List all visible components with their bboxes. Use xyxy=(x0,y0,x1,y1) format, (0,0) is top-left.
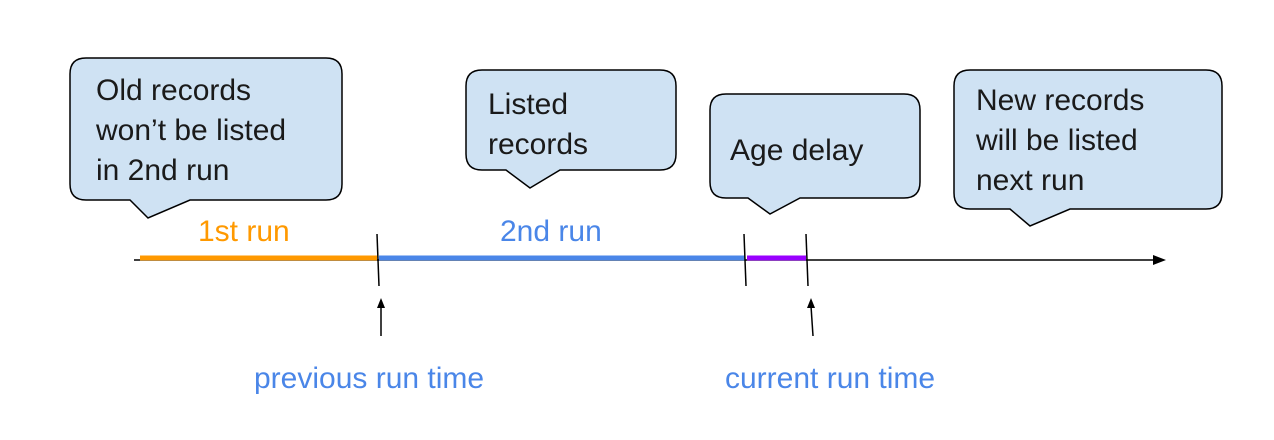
callout-listed-records: Listed records xyxy=(465,69,677,189)
age-delay-start-tick xyxy=(743,233,747,287)
callout-new-records: New records will be listed next run xyxy=(953,69,1223,227)
timeline-arrowhead xyxy=(1153,255,1166,265)
callout-age-delay-bubble xyxy=(709,93,921,215)
second-run-label: 2nd run xyxy=(500,215,602,248)
callout-new-records-line-3: next run xyxy=(976,164,1084,197)
callout-listed-records-line-1: Listed xyxy=(488,88,568,121)
callout-age-delay-line-1: Age delay xyxy=(730,134,863,167)
svg-text:New records will be list: New records will be listed next run xyxy=(975,84,1153,197)
previous-run-time-label: previous run time xyxy=(254,362,484,395)
previous-run-tick xyxy=(376,233,380,287)
svg-text:Listed records: Listed records xyxy=(488,88,588,161)
callout-new-records-line-2: will be listed xyxy=(975,124,1138,157)
callout-old-records-bubble xyxy=(69,57,343,219)
callout-old-records-line-3: in 2nd run xyxy=(96,154,229,187)
current-run-time-label: current run time xyxy=(725,362,935,395)
previous-run-arrow xyxy=(377,298,385,336)
callout-listed-records-line-2: records xyxy=(488,128,588,161)
callout-new-records-line-1: New records xyxy=(976,84,1144,117)
callout-listed-records-bubble xyxy=(465,69,677,189)
callout-old-records-line-1: Old records xyxy=(96,74,251,107)
svg-text:Old records won’t be lis: Old records won’t be listed in 2nd run xyxy=(95,74,294,187)
callout-old-records: Old records won’t be listed in 2nd run xyxy=(69,57,343,219)
callout-new-records-bubble xyxy=(953,69,1223,227)
svg-text:Age delay: Age delay xyxy=(730,134,863,167)
current-run-arrow xyxy=(807,298,815,337)
first-run-label: 1st run xyxy=(198,215,290,248)
current-run-tick xyxy=(805,233,809,287)
callout-age-delay: Age delay xyxy=(709,93,921,215)
callout-old-records-line-2: won’t be listed xyxy=(95,114,286,147)
